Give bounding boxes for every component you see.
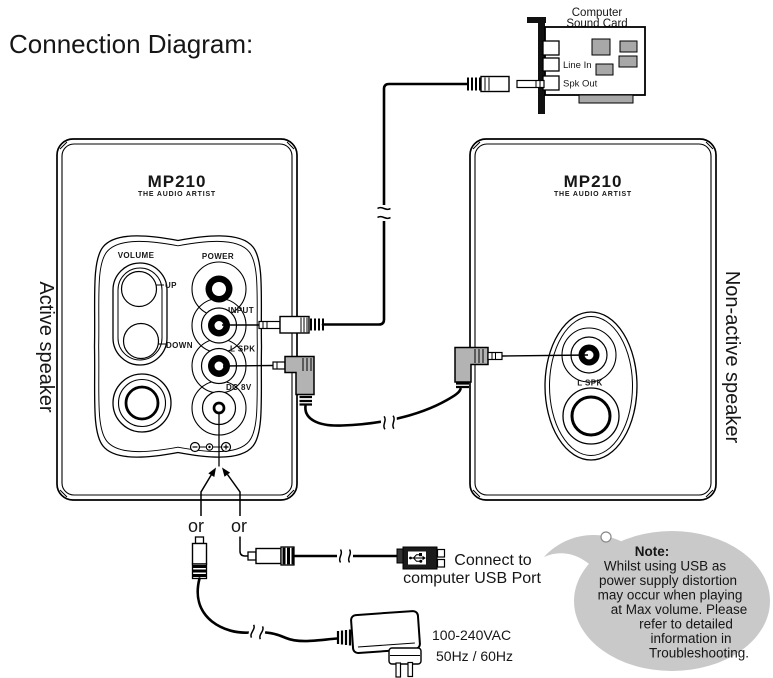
non-active-speaker-model: MP210 — [564, 172, 623, 191]
card-port-1 — [542, 40, 560, 56]
right-l-spk-label: L SPK — [577, 379, 602, 388]
l-spk-plug-left[interactable] — [272, 355, 315, 406]
polarity-symbol-icon — [189, 441, 232, 453]
volume-up-button[interactable] — [120, 270, 158, 308]
dc-label: DC 8V — [226, 383, 252, 392]
input-plug[interactable] — [258, 315, 324, 334]
input-label: INPUT — [228, 306, 254, 315]
ac-adapter — [336, 610, 422, 678]
active-speaker-model: MP210 — [148, 172, 207, 191]
l-spk-label: L SPK — [230, 345, 255, 354]
arrow-line-right — [226, 474, 241, 516]
l-spk-plug-right[interactable] — [454, 346, 503, 389]
usb-trident-icon — [409, 553, 426, 563]
non-active-speaker-tagline: THE AUDIO ARTIST — [554, 191, 632, 198]
chip-2 — [619, 40, 638, 53]
note-bubble: Note: Whilst using USB as power supply d… — [544, 531, 770, 671]
note-line: information in — [650, 631, 731, 646]
note-line: Troubleshooting. — [649, 646, 749, 661]
right-bass-ring — [562, 387, 620, 445]
chip-1 — [591, 38, 611, 56]
arrowhead-right-icon — [222, 467, 231, 477]
active-speaker: MP210 THE AUDIO ARTIST VOLUME UP DOWN — [56, 138, 298, 501]
note-line: power supply distortion — [599, 573, 737, 588]
adapter-cable — [196, 577, 339, 643]
dc-jack[interactable] — [201, 390, 237, 426]
control-panel — [93, 235, 263, 458]
card-bracket-tab — [527, 17, 546, 23]
volume-down-button[interactable] — [122, 322, 160, 360]
or-label-left: or — [188, 516, 204, 536]
page-title: Connection Diagram: — [9, 29, 253, 59]
cable-break-icon — [377, 205, 391, 221]
pci-edge-connector — [578, 94, 634, 104]
usb-caption-2: computer USB Port — [403, 570, 541, 587]
active-speaker-tagline: THE AUDIO ARTIST — [138, 191, 216, 198]
adapter-prong-1 — [395, 662, 402, 678]
cable-break-icon — [380, 415, 398, 430]
volume-label: VOLUME — [118, 251, 155, 260]
bass-ring — [112, 373, 172, 433]
usb-plug[interactable] — [396, 546, 446, 570]
active-speaker-side-label: Active speaker — [35, 281, 57, 413]
line-in-port[interactable] — [542, 57, 560, 72]
non-active-speaker: MP210 THE AUDIO ARTIST L SPK — [469, 138, 717, 501]
chip-4 — [595, 63, 614, 76]
note-heading: Note: — [635, 544, 670, 559]
volume-rocker[interactable] — [112, 262, 168, 366]
l-spk-jack[interactable] — [200, 347, 238, 385]
sound-card-label-1: Computer — [572, 7, 623, 19]
spk-out-label: Spk Out — [563, 79, 598, 90]
adapter-spec-2: 50Hz / 60Hz — [436, 648, 513, 664]
power-button[interactable] — [205, 275, 233, 303]
line-in-label: Line In — [563, 60, 592, 71]
arrowhead-left-icon — [208, 467, 216, 477]
usb-caption-1: Connect to — [454, 552, 531, 569]
card-bracket — [538, 17, 545, 114]
dc-plug-adapter[interactable] — [191, 536, 208, 580]
audio-cable-to-sound-card — [222, 75, 545, 334]
adapter-spec-1: 100-240VAC — [432, 627, 511, 643]
arrow-line-left — [200, 474, 213, 516]
right-speaker-jack[interactable] — [561, 327, 617, 383]
power-options: or or 100-240VAC — [188, 467, 541, 678]
note-line: at Max volume. Please — [611, 602, 748, 617]
note-line: refer to detailed — [639, 617, 733, 632]
note-line: Whilst using USB as — [604, 559, 727, 574]
dc-plug-usb[interactable] — [247, 546, 295, 566]
usb-branch-line — [239, 536, 248, 557]
input-jack[interactable] — [200, 307, 238, 344]
spk-out-port[interactable] — [542, 75, 560, 91]
computer-sound-card: Computer Sound Card Line In Spk Out — [527, 7, 646, 114]
down-label: DOWN — [166, 341, 193, 350]
chip-3 — [618, 55, 638, 68]
sound-card-plug[interactable] — [467, 75, 545, 93]
speaker-link-cable — [222, 346, 589, 430]
or-label-right: or — [231, 516, 247, 536]
note-line: may occur when playing — [598, 588, 743, 603]
non-active-speaker-side-label: Non-active speaker — [721, 271, 743, 444]
cable-break-icon — [248, 624, 266, 640]
up-label: UP — [165, 281, 177, 290]
power-label: POWER — [202, 252, 234, 261]
bubble-dot-icon — [600, 531, 612, 543]
cable-break-icon — [337, 549, 353, 563]
adapter-prong-2 — [407, 661, 414, 678]
